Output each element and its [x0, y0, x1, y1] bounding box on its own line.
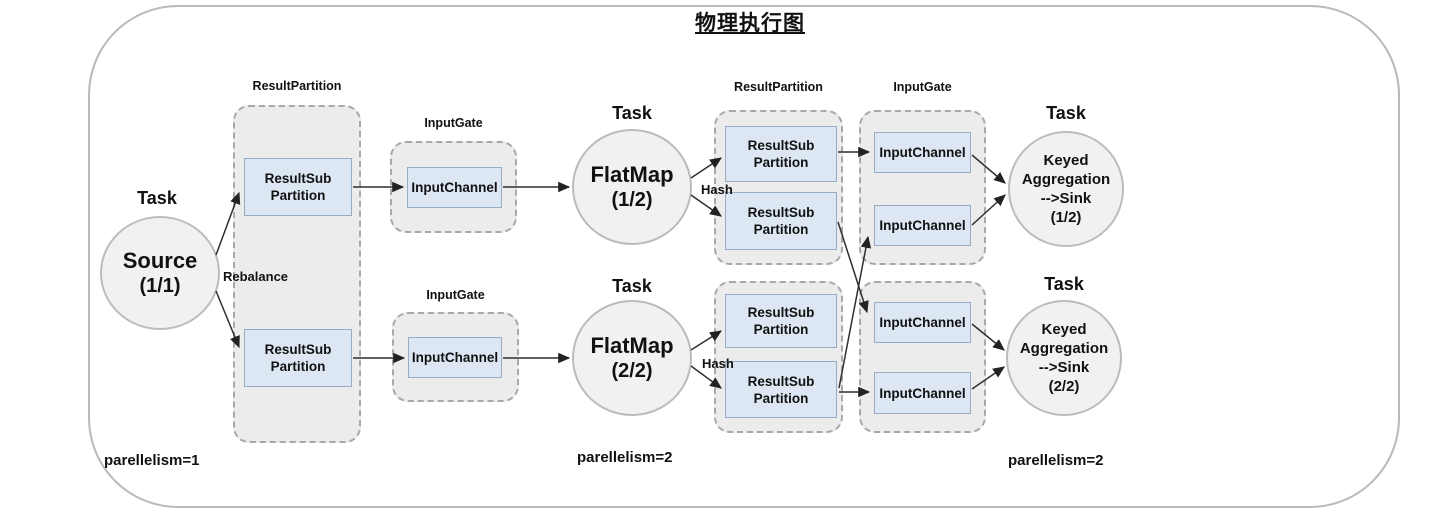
result-sub-partition-box: ResultSub Partition: [725, 126, 837, 182]
keyed-agg2-line1: Keyed: [1041, 321, 1087, 338]
keyed-agg1-line2: Aggregation: [1021, 171, 1111, 188]
keyed-aggregation-sink2-task-node: Keyed Aggregation -->Sink (2/2): [1006, 300, 1122, 416]
input-gate-label: InputGate: [424, 116, 483, 130]
source-name: Source: [122, 248, 198, 273]
flatmap1-task-node: FlatMap (1/2): [572, 129, 692, 245]
input-channel-label: InputChannel: [879, 385, 966, 401]
hash-edge-label: Hash: [702, 356, 734, 371]
input-channel-label: InputChannel: [879, 315, 966, 330]
flatmap2-task-node: FlatMap (2/2): [572, 300, 692, 416]
rebalance-edge-label: Rebalance: [223, 269, 289, 284]
input-channel-label: InputChannel: [411, 350, 499, 365]
parallelism-note-source: parellelism=1: [104, 452, 200, 469]
input-channel-box: InputChannel: [408, 337, 502, 378]
task-label-flatmap1: Task: [612, 103, 652, 123]
result-sub-line1: ResultSub: [264, 171, 332, 186]
result-sub-line2: Partition: [270, 188, 326, 203]
task-label-sink1: Task: [1046, 103, 1086, 123]
input-channel-box: InputChannel: [874, 132, 971, 173]
result-sub-line2: Partition: [753, 155, 809, 170]
parallelism-note-sink: parellelism=2: [1008, 452, 1104, 469]
result-partition-label: ResultPartition: [734, 80, 823, 94]
flatmap1-index: (1/2): [611, 189, 653, 211]
task-label-flatmap2: Task: [612, 276, 652, 296]
result-sub-partition-box: ResultSub Partition: [725, 361, 837, 418]
flatmap2-name: FlatMap: [590, 333, 674, 358]
result-sub-line1: ResultSub: [264, 342, 332, 357]
parallelism-note-flatmap: parellelism=2: [577, 449, 673, 466]
input-channel-box: InputChannel: [874, 302, 971, 343]
input-gate-label: InputGate: [426, 288, 485, 302]
keyed-agg2-line3: -->Sink: [1038, 359, 1090, 376]
result-sub-line2: Partition: [753, 222, 809, 237]
keyed-agg1-index: (1/2): [1050, 209, 1082, 226]
result-sub-partition-box: ResultSub Partition: [725, 294, 837, 348]
keyed-aggregation-sink1-task-node: Keyed Aggregation -->Sink (1/2): [1008, 131, 1124, 247]
hash-edge-label: Hash: [701, 182, 733, 197]
result-sub-line2: Partition: [753, 390, 809, 406]
task-label-sink2: Task: [1044, 274, 1084, 294]
diagram-title: 物理执行图: [695, 12, 805, 35]
result-sub-partition-box: ResultSub Partition: [725, 192, 837, 250]
input-channel-box: InputChannel: [874, 205, 971, 246]
flatmap2-index: (2/2): [611, 360, 653, 382]
result-sub-line1: ResultSub: [747, 138, 815, 153]
result-partition-label: ResultPartition: [252, 79, 342, 93]
flatmap1-name: FlatMap: [590, 162, 674, 187]
input-channel-label: InputChannel: [879, 218, 966, 233]
keyed-agg2-line2: Aggregation: [1019, 340, 1109, 357]
result-sub-line1: ResultSub: [747, 305, 815, 320]
result-sub-line1: ResultSub: [747, 205, 815, 220]
input-channel-box: InputChannel: [874, 372, 971, 414]
source-task-node: Source (1/1): [100, 216, 220, 330]
input-channel-label: InputChannel: [411, 180, 498, 195]
keyed-agg1-line3: -->Sink: [1040, 190, 1092, 207]
keyed-agg2-index: (2/2): [1048, 378, 1080, 395]
result-sub-line1: ResultSub: [747, 373, 815, 389]
result-sub-partition-box: ResultSub Partition: [244, 158, 352, 216]
input-channel-box: InputChannel: [407, 167, 502, 208]
task-label-source: Task: [137, 188, 177, 208]
input-channel-label: InputChannel: [879, 145, 966, 160]
keyed-agg1-line1: Keyed: [1043, 152, 1089, 169]
result-sub-line2: Partition: [270, 359, 326, 374]
result-sub-line2: Partition: [753, 322, 809, 337]
source-index: (1/1): [139, 275, 181, 297]
input-gate-label: InputGate: [893, 80, 952, 94]
result-sub-partition-box: ResultSub Partition: [244, 329, 352, 387]
